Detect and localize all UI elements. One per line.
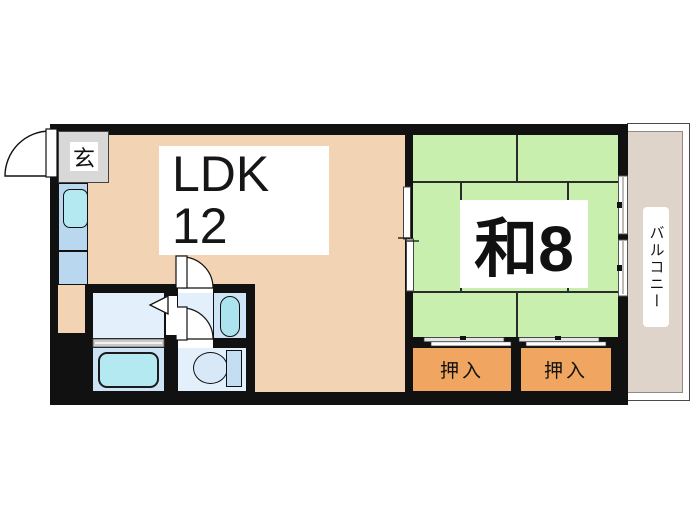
tatami-line: [413, 291, 618, 293]
tatami-line: [516, 135, 518, 181]
tatami-line: [516, 291, 518, 337]
utility-folding-door-icon: [148, 294, 177, 335]
japanese-room-label: 和8: [460, 200, 588, 288]
wall-bottom: [50, 392, 628, 405]
fusuma-sliding-door-icon: [398, 186, 419, 292]
ldk-room-label: LDK 12: [159, 146, 329, 255]
kitchen-sink-icon: [63, 189, 88, 228]
balcony-label-text: バルコニー: [647, 224, 665, 310]
entrance-label-text: 玄: [72, 145, 95, 171]
toilet-icon: [193, 352, 228, 384]
toilet-tank-icon: [226, 350, 242, 387]
balcony-window-bottom-icon: [617, 239, 628, 297]
ldk-size: 12: [172, 198, 228, 254]
utility-room: [92, 292, 165, 339]
balcony-window-top-icon: [617, 175, 628, 235]
vanity-basin-icon: [220, 296, 240, 337]
closet-right-label: 押入: [543, 361, 588, 382]
closet-left-label: 押入: [439, 361, 484, 382]
balcony-label: バルコニー: [643, 207, 669, 327]
closet-left: 押入: [412, 347, 512, 392]
closet-fusuma-left-icon: [423, 336, 512, 347]
closet-right: 押入: [520, 347, 612, 392]
tatami-line: [413, 181, 618, 183]
ldk-name: LDK: [172, 146, 270, 202]
closet-fusuma-right-icon: [518, 336, 607, 347]
toilet-door-swing-icon: [175, 306, 214, 348]
entrance-door-swing-icon: [4, 128, 58, 178]
washroom-door-swing-icon: [175, 255, 214, 293]
wall-top: [50, 124, 620, 135]
japanese-room-label-text: 和8: [474, 213, 574, 285]
wall-left: [50, 124, 58, 405]
entrance-label: 玄: [70, 142, 98, 171]
kitchen-counter-divider: [58, 250, 88, 252]
bathtub-icon: [98, 352, 159, 388]
bath-sliding-door-icon: [92, 338, 165, 348]
